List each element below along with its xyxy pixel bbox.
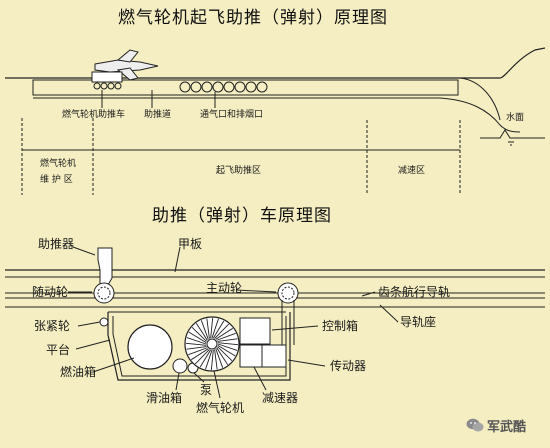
label-maintenance-zone-1: 燃气轮机	[40, 159, 77, 169]
drive-wheel	[277, 282, 299, 304]
vent-circles	[179, 81, 268, 93]
turbine-blade	[199, 349, 212, 368]
booster-car-with-jet	[91, 49, 159, 90]
watermark: 军武酷	[466, 416, 526, 435]
water-wave	[480, 129, 545, 139]
gas-turbine-shape	[184, 316, 240, 372]
turbine-blade	[185, 342, 207, 346]
turbine-blade	[214, 323, 230, 339]
turbine-blade	[194, 349, 210, 365]
label-gas-turbine: 燃气轮机	[196, 401, 245, 415]
turbine-blade	[216, 347, 229, 365]
turbine-blade	[210, 317, 214, 339]
turbine-blade	[191, 326, 207, 342]
watermark-text: 军武酷	[487, 420, 527, 435]
control-box-shape	[239, 317, 271, 345]
label-pusher: 助推器	[38, 237, 75, 251]
label-deck: 甲板	[178, 237, 203, 251]
turbine-blade	[217, 343, 238, 351]
label-push-track: 助推道	[144, 110, 172, 120]
turbine-blade	[211, 318, 219, 339]
reducer-shape	[239, 344, 263, 368]
tension-wheel	[99, 317, 109, 327]
bottom-title: 助推（弹射）车原理图	[152, 206, 332, 226]
turbine-blade	[214, 349, 218, 370]
label-guide-rail: 齿条航行导轨	[378, 285, 451, 299]
turbine-blade	[191, 348, 209, 361]
hull-bottom-line	[33, 97, 521, 133]
turbine-blade	[217, 342, 239, 346]
turbine-blade	[188, 331, 207, 344]
label-decel-zone: 减速区	[398, 166, 426, 176]
label-booster-car: 燃气轮机助推车	[62, 110, 126, 120]
platform-frame	[107, 312, 291, 381]
label-water-surface: 水面	[506, 113, 525, 123]
zone-dividers	[21, 118, 461, 195]
hull-line	[5, 47, 546, 79]
turbine-blade	[200, 320, 209, 340]
label-actuator: 传动器	[330, 359, 367, 373]
label-drive-wheel: 主动轮	[206, 281, 243, 295]
follower-wheel	[93, 282, 115, 304]
pusher-shape	[97, 247, 113, 286]
turbine-blade	[195, 323, 208, 341]
top-title: 燃气轮机起飞助推（弹射）原理图	[118, 8, 388, 28]
label-rail-base: 导轨座	[400, 315, 437, 329]
turbine-blade	[216, 332, 236, 341]
lube-tank-shape	[172, 358, 188, 374]
wechat-icon	[466, 418, 484, 432]
label-tension-wheel: 张紧轮	[34, 319, 71, 333]
turbine-blade	[215, 327, 233, 340]
label-lube-tank: 滑油箱	[146, 391, 183, 405]
turbine-blade	[217, 344, 236, 357]
launch-track	[32, 79, 459, 96]
turbine-blade	[217, 338, 238, 342]
turbine-blade	[186, 337, 207, 345]
label-fuel-tank: 燃油箱	[60, 365, 97, 379]
label-pump: 泵	[200, 383, 213, 397]
turbine-blade	[206, 318, 210, 339]
turbine-blade	[186, 346, 207, 350]
label-maintenance-zone-2: 维 护 区	[40, 175, 73, 185]
turbine-blade	[188, 347, 208, 356]
label-vent: 通气口和排烟口	[200, 110, 264, 120]
label-reducer: 减速器	[262, 391, 299, 405]
turbine-blade	[205, 349, 213, 370]
actuator-shape	[261, 344, 287, 368]
turbine-blade	[212, 320, 225, 339]
bottom-leaders	[68, 246, 399, 399]
label-platform: 平台	[46, 343, 71, 357]
label-control-box: 控制箱	[322, 319, 359, 333]
bow-curve	[459, 77, 501, 121]
turbine-blade	[217, 346, 233, 362]
turbine-blade	[210, 349, 214, 371]
fuel-tank-shape	[127, 324, 173, 370]
label-follower-wheel: 随动轮	[32, 285, 69, 299]
turbine-blade	[215, 348, 224, 368]
label-takeoff-zone: 起飞助推区	[216, 166, 262, 176]
